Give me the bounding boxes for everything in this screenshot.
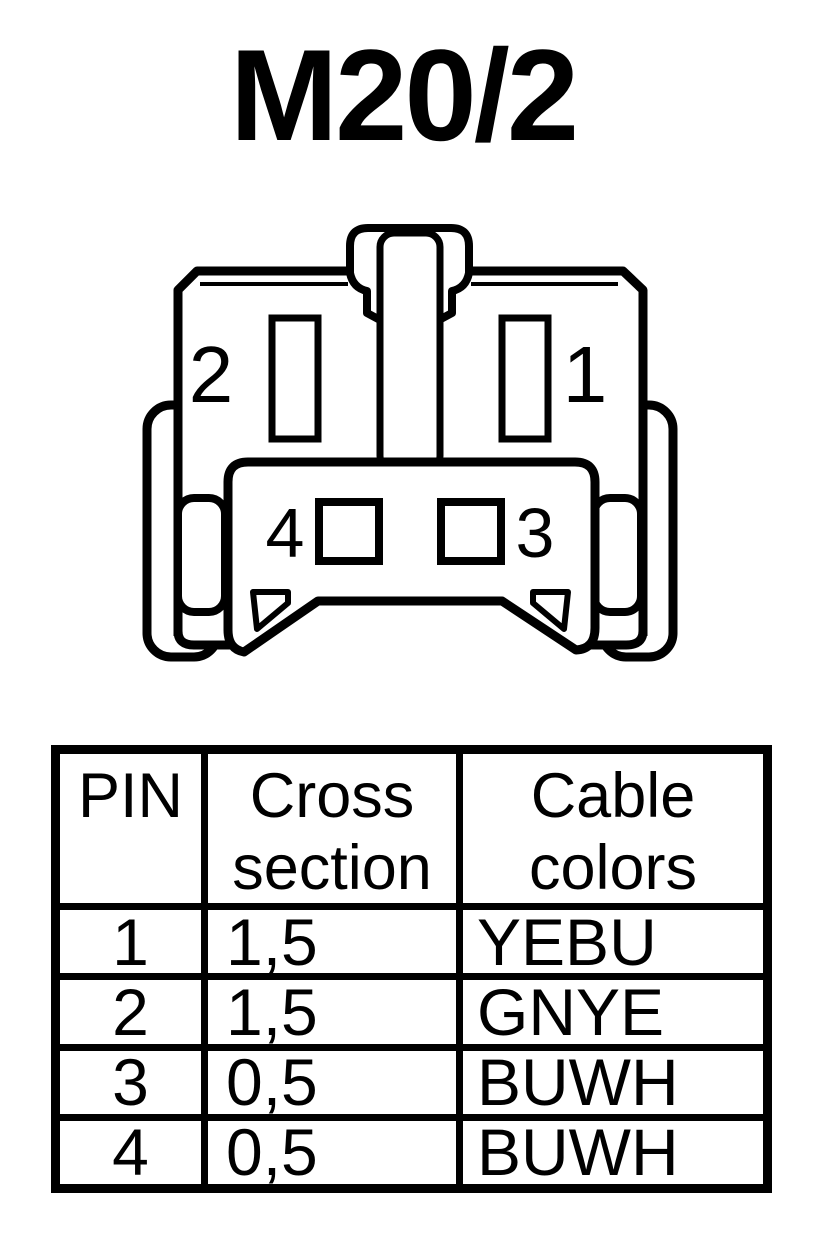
table-cell-color: BUWH (456, 1043, 763, 1114)
table-cell-pin: 3 (60, 1043, 201, 1114)
right-latch-channel (590, 494, 645, 616)
table-header-pin: PIN (77, 761, 184, 831)
table-cell-pin: 2 (60, 973, 201, 1044)
pin-4-slot (315, 498, 383, 565)
table-cell-cross: 0,5 (201, 1113, 456, 1184)
table-cell-pin: 1 (60, 903, 201, 973)
table-cell-cross: 0,5 (201, 1043, 456, 1114)
table-cell-color: BUWH (456, 1113, 763, 1184)
pin-2-slot (268, 314, 322, 443)
table-cell-color: YEBU (456, 903, 763, 974)
pin-1-slot (498, 314, 552, 443)
table-cell-color: GNYE (456, 973, 763, 1044)
left-latch-channel (174, 494, 229, 616)
pin-4-label: 4 (266, 494, 305, 572)
pin-2-label: 2 (189, 330, 234, 419)
table-header-cable-colors: Cable colors (456, 754, 763, 903)
center-rib (376, 229, 444, 474)
pin-1-label: 1 (563, 330, 608, 419)
right-notch (530, 589, 571, 632)
table-cell-pin: 4 (60, 1113, 201, 1184)
table-header-cross-section: Cross section (201, 754, 456, 903)
page-title: M20/2 (229, 22, 579, 168)
pin-table: PIN Cross section Cable colors 1 1,5 YEB… (51, 745, 772, 1193)
pin-3-slot (437, 498, 505, 565)
left-notch (250, 589, 291, 632)
pin-3-label: 3 (516, 494, 555, 572)
table-cell-cross: 1,5 (201, 973, 456, 1044)
table-cell-cross: 1,5 (201, 903, 456, 974)
connector-diagram: 2 1 4 3 (142, 224, 678, 662)
